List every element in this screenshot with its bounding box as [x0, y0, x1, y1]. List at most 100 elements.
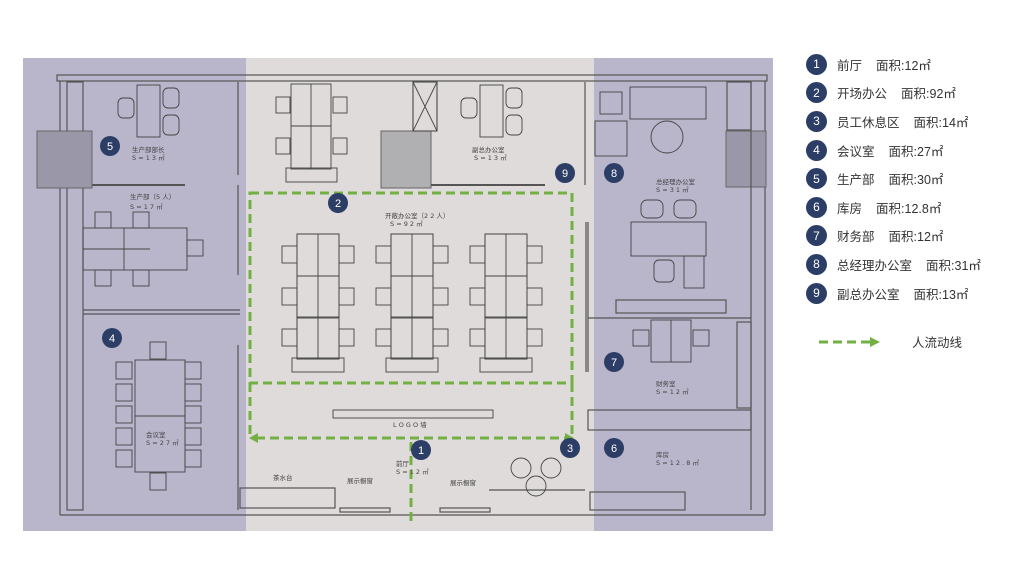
badge-number: 3 [567, 443, 573, 455]
desk-part [338, 245, 355, 264]
legend-item: 3 员工休息区面积:14㎡ [806, 107, 1016, 136]
legend-name: 会议室 [837, 143, 875, 159]
room-name: 开敞办公室（2 2 人） [385, 211, 449, 220]
room-area: S = 1 2 ㎡ [396, 467, 429, 476]
desk-part [375, 245, 392, 264]
legend-badge: 7 [806, 225, 827, 247]
desk-part [385, 357, 439, 373]
room-name: 展示橱窗 [450, 478, 476, 487]
desk-part [526, 287, 543, 306]
desk-part [184, 449, 202, 468]
legend-name: 员工休息区 [837, 114, 900, 130]
room-name: 会议室 [146, 430, 166, 439]
desk-part [115, 361, 133, 380]
legend-area: 面积:12.8㎡ [876, 201, 942, 216]
legend-area: 面积:31㎡ [926, 258, 981, 273]
desk-part [469, 245, 486, 264]
badge-number: 7 [611, 357, 617, 369]
desk-part [479, 357, 533, 373]
legend-item: 6 库房面积:12.8㎡ [806, 193, 1016, 222]
dashed-arrow-icon [819, 336, 880, 347]
room-name: 生产部（5 人） [130, 192, 175, 201]
legend-flow: 人流动线 [818, 332, 962, 351]
room-badge-2: 2 [328, 193, 348, 213]
room-area: S = 1 7 ㎡ [130, 202, 163, 211]
legend-badge: 9 [806, 282, 827, 304]
legend-name: 生产部 [837, 172, 875, 188]
legend-badge: 6 [806, 196, 827, 218]
room-badge-3: 3 [560, 438, 580, 458]
room-badges: 1 2 3 4 5 6 7 8 9 [100, 136, 624, 460]
desk-part [184, 361, 202, 380]
desk-part [115, 383, 133, 402]
desk-part [526, 245, 543, 264]
badge-number: 9 [562, 168, 568, 180]
badge-number: 1 [418, 445, 424, 457]
legend-name: 开场办公 [837, 86, 888, 102]
room-name: 展示橱窗 [347, 476, 373, 485]
badge-number: 6 [611, 443, 617, 455]
desk-part [375, 287, 392, 306]
flow-arrow-left-icon [249, 433, 258, 443]
room-area: S = 1 2 . 8 ㎡ [656, 458, 699, 467]
room-badge-7: 7 [604, 352, 624, 372]
room-labels: 生产部部长 S = 1 3 ㎡ 生产部（5 人） S = 1 7 ㎡ 副总办公室… [130, 145, 699, 487]
room-name: 生产部部长 [132, 145, 165, 154]
legend-badge: 4 [806, 139, 827, 161]
desk-part [281, 245, 298, 264]
room-name: 副总办公室 [472, 145, 505, 154]
room-badge-8: 8 [604, 163, 624, 183]
badge-number: 5 [107, 141, 113, 153]
legend-name: 总经理办公室 [837, 257, 913, 273]
desk-part [432, 328, 449, 347]
badge-number: 2 [335, 198, 341, 210]
desk-part [375, 328, 392, 347]
legend-item: 2 开场办公面积:92㎡ [806, 79, 1016, 108]
desk-part [338, 328, 355, 347]
legend-badge: 5 [806, 168, 827, 190]
desk-part [149, 472, 167, 491]
legend-item: 7 财务部面积:12㎡ [806, 222, 1016, 251]
legend-name: 库房 [837, 200, 863, 216]
walls [36, 74, 768, 516]
legend-badge: 2 [806, 82, 827, 104]
desk-part [281, 287, 298, 306]
desk-part [184, 405, 202, 424]
room-badge-6: 6 [604, 438, 624, 458]
room-name: 前厅 [396, 459, 410, 468]
desk-part [291, 357, 345, 373]
desk-part [115, 449, 133, 468]
room-area: S = 3 1 ㎡ [656, 185, 689, 194]
room-area: S = 1 2 ㎡ [656, 387, 689, 396]
room-name: 茶水台 [273, 473, 293, 482]
legend-name: 财务部 [837, 229, 875, 245]
legend-badge: 3 [806, 110, 827, 132]
legend-name: 副总办公室 [837, 286, 900, 302]
room-badge-5: 5 [100, 136, 120, 156]
desk-part [432, 245, 449, 264]
legend-name: 前厅 [837, 57, 863, 73]
desk-part [184, 427, 202, 446]
room-name: 总经理办公室 [656, 177, 696, 186]
legend-item: 9 副总办公室面积:13㎡ [806, 279, 1016, 308]
room-badge-9: 9 [555, 163, 575, 183]
room-area: S = 1 3 ㎡ [474, 153, 507, 162]
desk-part [281, 328, 298, 347]
desk-part [526, 328, 543, 347]
legend-area: 面积:12㎡ [888, 230, 944, 245]
zone-left [23, 58, 246, 531]
desk-part [432, 287, 449, 306]
room-area: S = 2 7 ㎡ [146, 438, 179, 447]
legend-area: 面积:92㎡ [901, 87, 956, 102]
room-badge-1: 1 [411, 440, 431, 460]
desk-part [469, 287, 486, 306]
legend-area: 面积:12㎡ [876, 58, 931, 73]
room-name: 库房 [656, 450, 669, 459]
room-name: 财务室 [656, 379, 676, 388]
legend-area: 面积:14㎡ [913, 115, 969, 130]
legend-area: 面积:13㎡ [913, 287, 969, 302]
badge-number: 4 [109, 333, 115, 345]
